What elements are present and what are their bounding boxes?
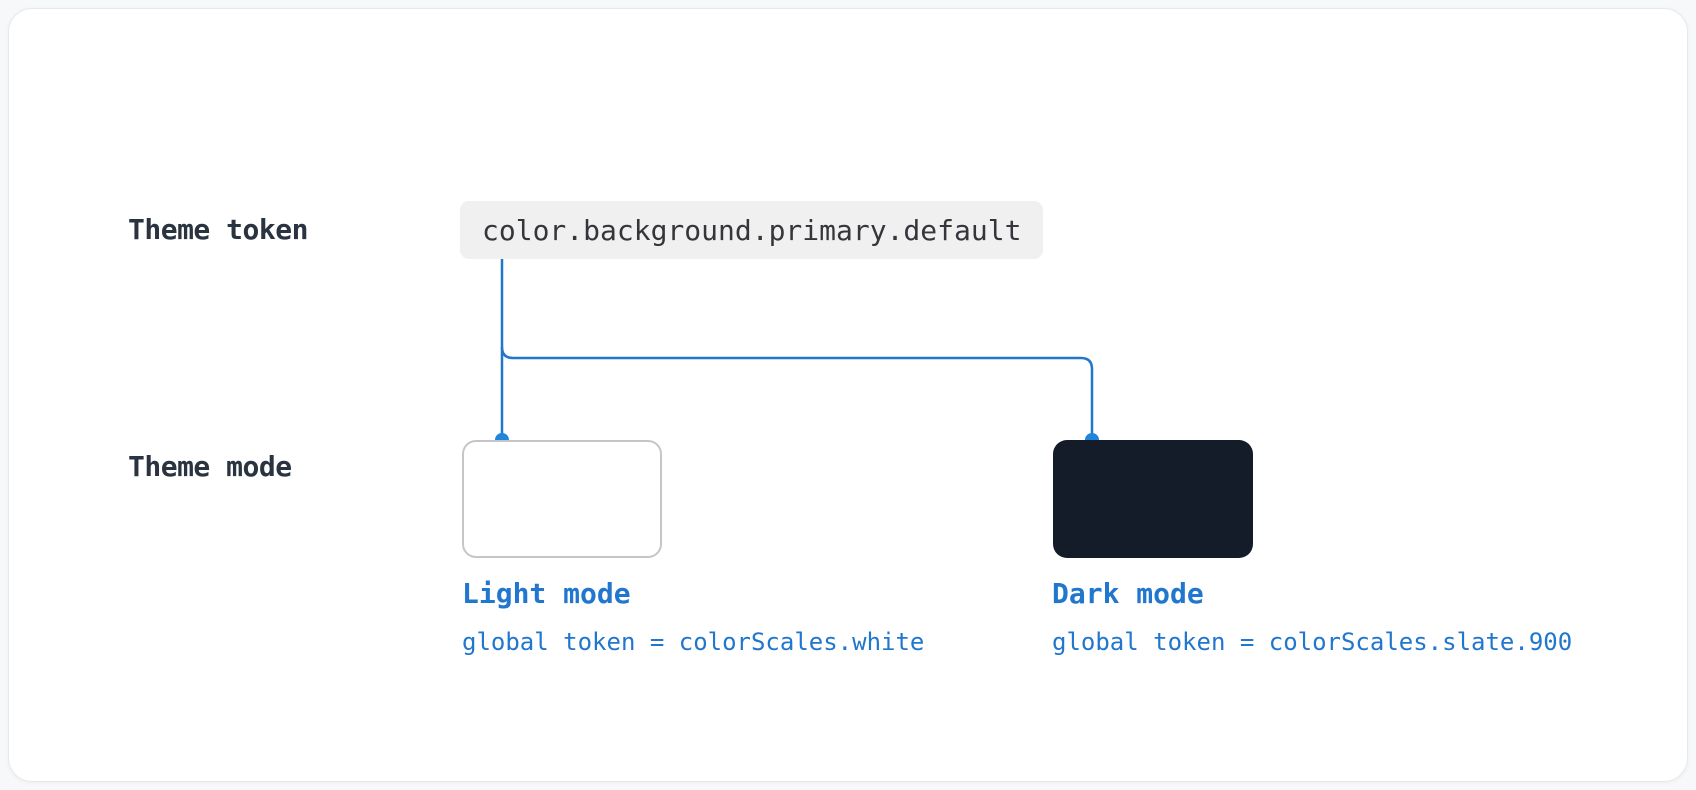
dark-mode-title: Dark mode xyxy=(1052,577,1204,610)
diagram-card xyxy=(8,8,1688,782)
dark-mode-mapping: global token = colorScales.slate.900 xyxy=(1052,628,1573,656)
token-code-chip: color.background.primary.default xyxy=(460,201,1044,259)
light-mode-mapping: global token = colorScales.white xyxy=(462,628,925,656)
light-mode-title: Light mode xyxy=(462,577,631,610)
theme-mode-row-label: Theme mode xyxy=(128,450,292,483)
dark-mode-swatch xyxy=(1053,440,1253,558)
light-mode-swatch xyxy=(462,440,662,558)
theme-token-row-label: Theme token xyxy=(128,213,308,246)
